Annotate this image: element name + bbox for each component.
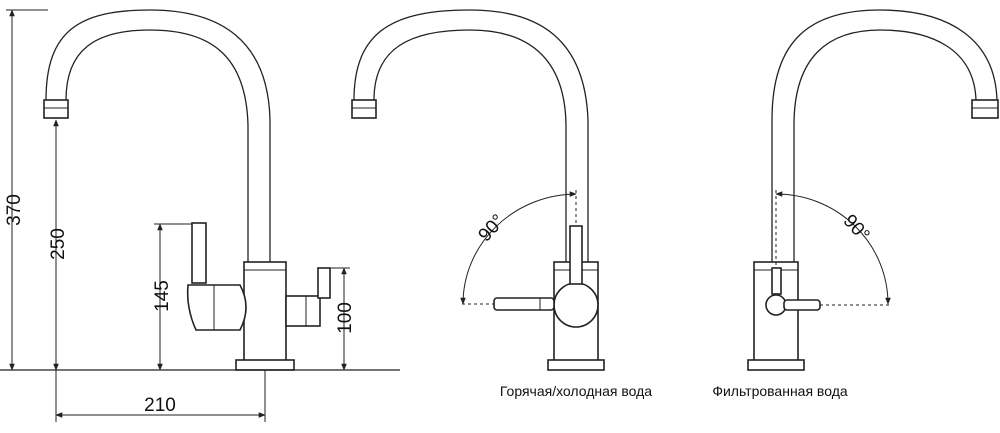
side-handle-body — [285, 295, 321, 327]
fw-lever-up — [771, 267, 782, 295]
faucet-body — [243, 261, 287, 363]
filtered-view: 90° Фильтрованная вода — [712, 9, 999, 399]
dim-210-label: 210 — [144, 395, 176, 416]
dim-145-label: 145 — [152, 280, 173, 312]
fw-spout-outer — [771, 9, 998, 262]
fw-lever-side — [783, 299, 821, 311]
fw-caption: Фильтрованная вода — [712, 383, 848, 399]
spout-inner-line — [65, 29, 249, 262]
hc-caption: Горячая/холодная вода — [500, 383, 652, 399]
fw-angle-arc — [775, 191, 891, 305]
dim-100-label: 100 — [335, 302, 356, 334]
faucet-base — [235, 359, 295, 371]
hc-spout-inner — [373, 29, 567, 262]
lever-handle — [191, 222, 207, 284]
fw-base — [747, 359, 805, 371]
side-handle-knob — [317, 267, 331, 299]
spout-outer-line — [45, 9, 271, 262]
dim-370-label: 370 — [4, 194, 25, 226]
hc-angle-label: 90° — [474, 211, 509, 246]
hc-spout-outer — [353, 9, 589, 262]
fw-cartridge — [765, 294, 787, 316]
hc-lever-up — [569, 225, 583, 285]
hot-cold-view: 90° Горячая/холодная вода — [351, 9, 652, 399]
side-view: 370 250 145 100 210 — [0, 9, 400, 422]
hc-base — [547, 359, 605, 371]
lever-cartridge — [186, 284, 247, 331]
dim-250-label: 250 — [48, 228, 69, 260]
hc-lever-side — [493, 297, 555, 311]
fw-spout-tip — [971, 99, 999, 119]
spout-tip — [43, 99, 69, 119]
fw-spout-inner — [793, 29, 977, 262]
hc-angle-arc — [460, 191, 577, 305]
hc-spout-tip — [351, 99, 377, 119]
hc-cartridge — [553, 282, 599, 328]
